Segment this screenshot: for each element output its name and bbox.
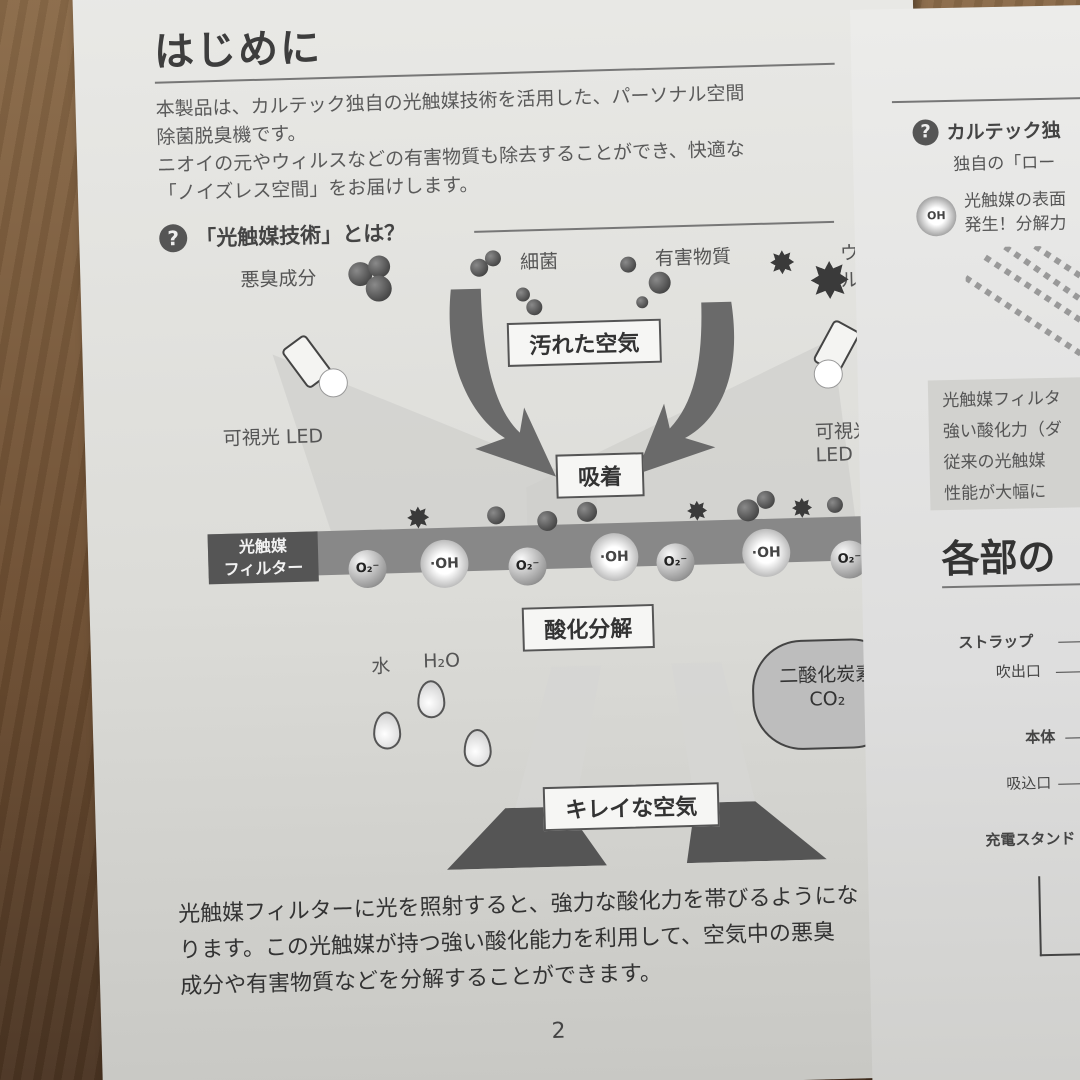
filter-label-line: 光触媒 xyxy=(238,536,288,557)
odor-label: 悪臭成分 xyxy=(240,267,317,292)
question-heading: ? 「光触媒技術」とは？ xyxy=(158,217,406,254)
part-charging-stand: 充電スタンド xyxy=(985,829,1076,850)
dirty-air-arrow-left xyxy=(449,288,557,477)
part-inlet: 吸込口 xyxy=(1006,773,1052,793)
leader-line xyxy=(1065,736,1080,739)
led-glow-right xyxy=(813,359,843,389)
oxidative-decomposition-label: 酸化分解 xyxy=(521,604,655,652)
clean-air-column-right xyxy=(671,662,756,803)
leader-line xyxy=(1058,640,1080,643)
dirty-air-label: 汚れた空気 xyxy=(506,318,662,367)
manual-page-right: ? カルテック独 独自の「ロー OH 光触媒の表面 発生！分解力 光触媒フィルタ… xyxy=(850,4,1080,1080)
clean-air-column-left xyxy=(515,665,602,808)
oh-radical-icon: OH xyxy=(915,195,957,237)
water-label: 水 xyxy=(370,655,391,678)
parts-section-title: 各部の xyxy=(941,534,1056,582)
question-mark-icon: ? xyxy=(912,118,939,146)
right-oh-line: 発生！分解力 xyxy=(964,213,1067,236)
question-heading-text: 「光触媒技術」とは？ xyxy=(194,220,406,251)
right-question-title: カルテック独 xyxy=(946,119,1061,145)
leader-line xyxy=(1055,670,1080,673)
adsorption-label: 吸着 xyxy=(555,452,645,499)
right-paragraph-line: 強い酸化力（ダ xyxy=(942,419,1063,443)
right-paragraph: 光触媒フィルタ 強い酸化力（ダ 従来の光触媒 性能が大幅に xyxy=(942,384,1064,510)
h2o-label: H₂O xyxy=(422,649,461,673)
bacteria-label: 細菌 xyxy=(519,250,559,274)
intro-paragraph: 本製品は、カルテック独自の光触媒技術を活用した、パーソナル空間 除菌脱臭機です。… xyxy=(155,76,878,208)
clean-air-arrow-right xyxy=(686,801,827,864)
page-number: 2 xyxy=(551,1018,566,1045)
led-glow-left xyxy=(318,368,348,398)
filter-illustration xyxy=(965,244,1080,368)
right-paragraph-line: 性能が大幅に xyxy=(943,482,1047,505)
part-strap: ストラップ xyxy=(958,632,1034,652)
right-question-subtitle: 独自の「ロー xyxy=(953,152,1056,175)
manual-page-left: はじめに 本製品は、カルテック独自の光触媒技術を活用した、パーソナル空間 除菌脱… xyxy=(72,0,943,1080)
right-paragraph-line: 従来の光触媒 xyxy=(943,451,1046,474)
harmful-substance-label: 有害物質 xyxy=(654,245,732,270)
led-left-label: 可視光 LED xyxy=(222,425,324,450)
right-top-divider xyxy=(891,96,1080,104)
part-outlet: 吹出口 xyxy=(995,662,1042,682)
leader-line xyxy=(1058,782,1080,785)
right-oh-text: 光触媒の表面 発生！分解力 xyxy=(964,188,1067,238)
heading-divider xyxy=(474,220,835,233)
page-title: はじめに xyxy=(153,25,323,76)
filter-label-line: フィルター xyxy=(223,557,304,579)
question-mark-icon: ? xyxy=(158,223,188,253)
part-body: 本体 xyxy=(1025,727,1056,747)
stand-illustration xyxy=(1038,874,1080,957)
right-question-heading: ? カルテック独 xyxy=(912,116,1061,146)
photocatalyst-diagram: 悪臭成分 細菌 有害物質 ウィルス 汚れた空気 可視光 LED 可視光 LED … xyxy=(120,238,929,879)
explanation-paragraph: 光触媒フィルターに光を照射すると、強力な酸化力を帯びるようにな ります。この光触… xyxy=(178,876,941,1005)
parts-divider xyxy=(942,582,1080,589)
left-light-beam xyxy=(272,354,598,553)
filter-label: 光触媒 フィルター xyxy=(207,531,319,585)
right-paragraph-line: 光触媒フィルタ xyxy=(942,388,1062,412)
clean-air-label: キレイな空気 xyxy=(542,782,720,832)
dirty-air-arrow-right xyxy=(636,301,735,475)
right-oh-line: 光触媒の表面 xyxy=(963,189,1067,212)
